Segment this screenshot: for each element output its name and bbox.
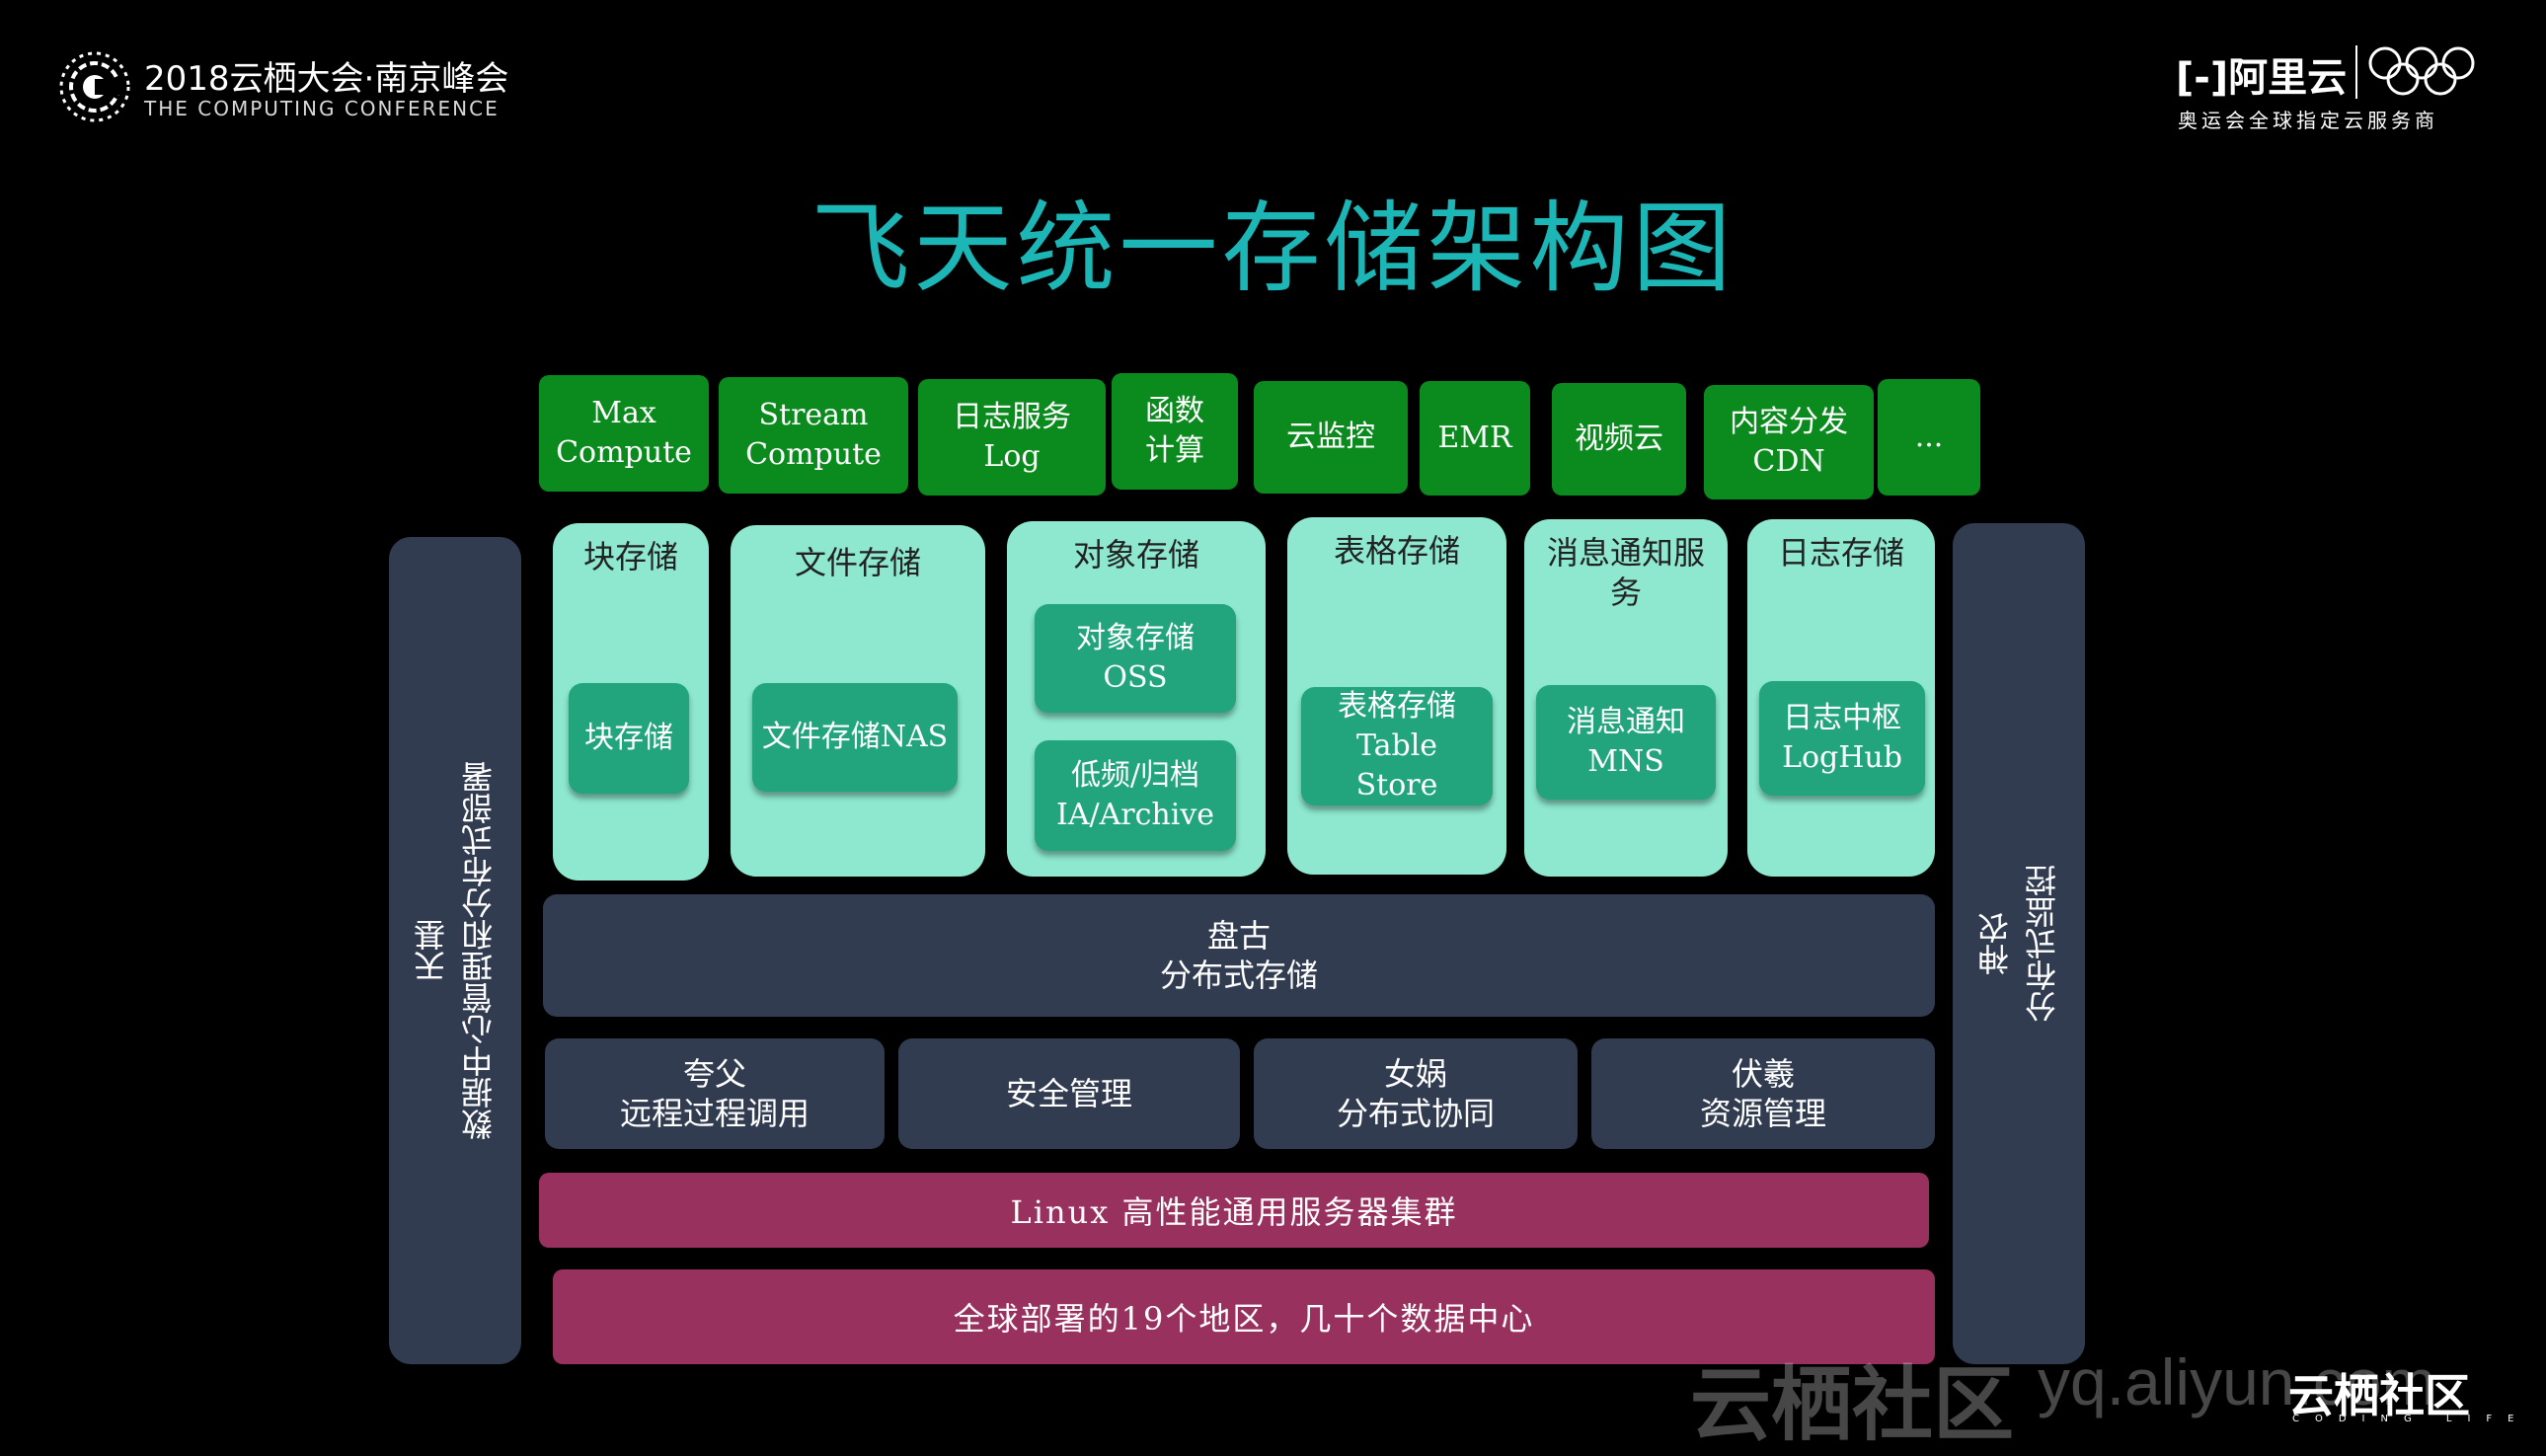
watermark-yunqi: 云栖社区 (1690, 1358, 2015, 1452)
linux-server-cluster: Linux 高性能通用服务器集群 (539, 1173, 1929, 1248)
tianji-label: 天基数据中心管理和分布式部署 (413, 761, 498, 1140)
conference-logo-icon (59, 51, 130, 122)
coding-life-text: CODING LIFE (2292, 1414, 2530, 1424)
app-more: ... (1878, 379, 1980, 496)
global-regions: 全球部署的19个地区，几十个数据中心 (553, 1269, 1935, 1364)
yunqi-community-logo: 云栖社区 (2288, 1369, 2470, 1422)
fuxi-resource-management: 伏羲资源管理 (1591, 1038, 1935, 1149)
pangu-layer: 盘古分布式存储 (543, 894, 1935, 1017)
tianji-pillar: 天基数据中心管理和分布式部署 (389, 537, 521, 1364)
watermark-url: yq.aliyun.com (2038, 1345, 2436, 1418)
logo-divider (2355, 45, 2357, 99)
conference-subtitle: THE COMPUTING CONFERENCE (144, 97, 500, 120)
shennong-label: 神农分布式监控 (1976, 865, 2061, 1023)
conference-title: 2018云栖大会·南京峰会 (144, 59, 509, 99)
nuwa-coordination: 女娲分布式协同 (1254, 1038, 1578, 1149)
alibaba-cloud-logo: [-]阿里云 (2176, 55, 2348, 101)
storage-column-file: 文件存储 文件存储NAS (731, 525, 985, 877)
security-management: 安全管理 (898, 1038, 1240, 1149)
app-video-cloud: 视频云 (1552, 383, 1686, 496)
block-storage-chip: 块存储 (569, 683, 689, 794)
alibaba-bracket-icon: [-] (2176, 55, 2229, 101)
olympic-rings-icon (2368, 46, 2475, 96)
page-title: 飞天统一存储架构图 (810, 191, 1736, 306)
app-function-compute: 函数计算 (1112, 373, 1238, 490)
app-emr: EMR (1420, 381, 1530, 496)
shennong-pillar: 神农分布式监控 (1953, 523, 2085, 1364)
storage-column-block: 块存储 块存储 (553, 523, 709, 881)
sponsor-subtitle: 奥运会全球指定云服务商 (2178, 109, 2438, 132)
nas-chip: 文件存储NAS (752, 683, 958, 792)
app-cloud-monitor: 云监控 (1254, 381, 1408, 494)
kuafu-rpc: 夸父远程过程调用 (545, 1038, 885, 1149)
